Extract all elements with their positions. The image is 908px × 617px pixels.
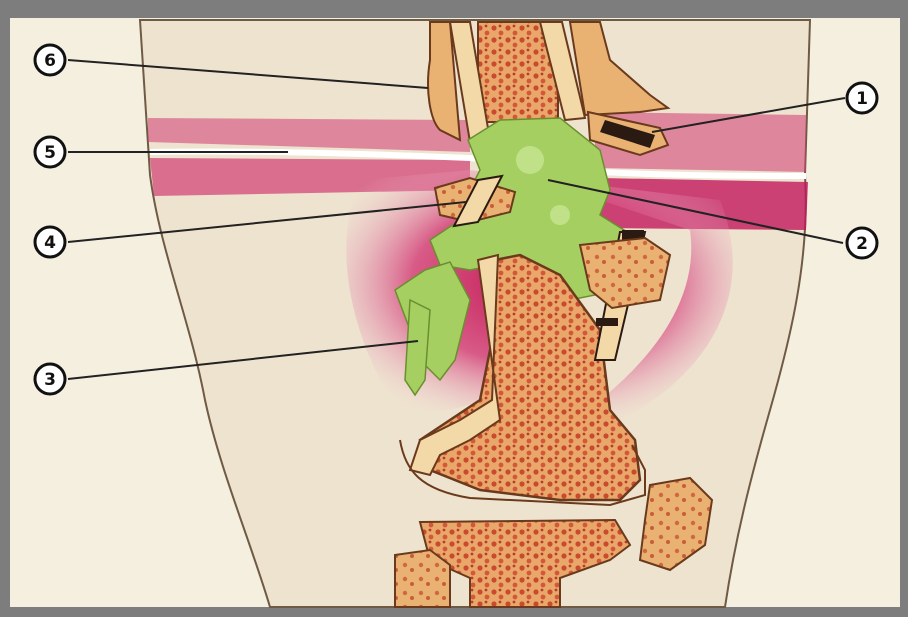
callout-number: 6: [44, 51, 56, 71]
callout-2: 2: [847, 228, 877, 258]
callout-number: 3: [44, 370, 56, 390]
callout-number: 2: [856, 234, 868, 254]
right-rod-band: [596, 318, 618, 326]
callout-number: 1: [856, 89, 868, 109]
pus-highlight: [550, 205, 570, 225]
callout-number: 4: [44, 233, 56, 253]
callout-5: 5: [35, 137, 65, 167]
callout-4: 4: [35, 227, 65, 257]
callout-3: 3: [35, 364, 65, 394]
callout-number: 5: [44, 143, 56, 163]
callout-6: 6: [35, 45, 65, 75]
fibula-head: [395, 550, 450, 607]
callout-1: 1: [847, 83, 877, 113]
pus-highlight: [516, 146, 544, 174]
